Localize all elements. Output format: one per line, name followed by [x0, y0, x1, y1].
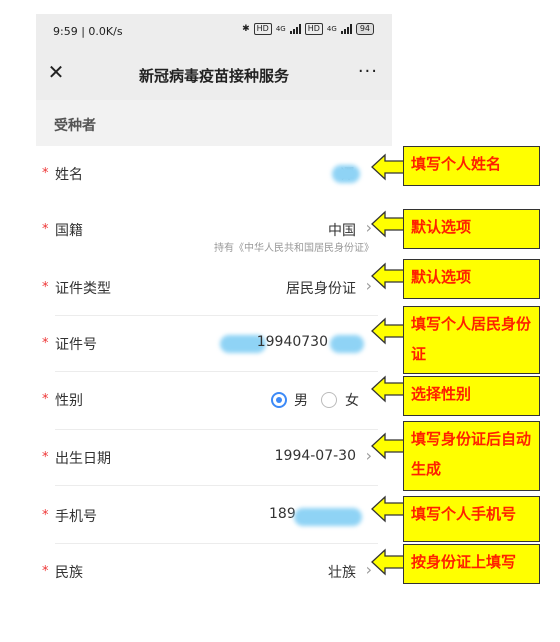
- required-star: *: [42, 166, 49, 181]
- gender-male-radio[interactable]: [271, 392, 287, 408]
- required-star: *: [42, 392, 49, 407]
- required-star: *: [42, 450, 49, 465]
- field-phone-row[interactable]: * 手机号 189: [36, 488, 392, 544]
- nav-bar: ✕ 新冠病毒疫苗接种服务 ···: [36, 48, 392, 100]
- chevron-right-icon: ›: [365, 218, 372, 237]
- arrow-left-icon: [371, 432, 407, 460]
- arrow-left-icon: [371, 375, 407, 403]
- required-star: *: [42, 336, 49, 351]
- row-divider: [55, 371, 378, 372]
- field-id-number-value[interactable]: 19940730: [256, 334, 328, 350]
- hd-badge-2: HD: [304, 23, 323, 35]
- field-name-label: 姓名: [55, 167, 83, 183]
- field-nationality-value[interactable]: 中国: [328, 223, 356, 239]
- chevron-right-icon: ›: [365, 276, 372, 295]
- field-id-number-label: 证件号: [55, 337, 97, 353]
- gender-female-radio[interactable]: [321, 392, 337, 408]
- chevron-right-icon: ›: [365, 446, 372, 465]
- signal-icon-1: [289, 24, 301, 34]
- annotation-id-number: 填写个人居民身份证: [403, 306, 540, 374]
- required-star: *: [42, 280, 49, 295]
- field-ethnicity-value[interactable]: 壮族: [328, 565, 356, 581]
- arrow-left-icon: [371, 210, 407, 238]
- field-id-number-row[interactable]: * 证件号 19940730: [36, 316, 392, 372]
- redaction-blur: [332, 165, 360, 183]
- hd-badge-1: HD: [253, 23, 272, 35]
- annotation-name: 填写个人姓名: [403, 146, 540, 186]
- annotation-nationality: 默认选项: [403, 209, 540, 249]
- signal-icon-2: [340, 24, 352, 34]
- bluetooth-icon: ✱: [242, 24, 250, 34]
- required-star: *: [42, 564, 49, 579]
- arrow-left-icon: [371, 548, 407, 576]
- row-divider: [55, 429, 378, 430]
- field-gender-label: 性别: [55, 393, 83, 409]
- field-id-type-label: 证件类型: [55, 281, 111, 297]
- field-name-row[interactable]: * 姓名 谭: [36, 146, 392, 202]
- gender-male-label[interactable]: 男: [294, 393, 308, 409]
- field-phone-value[interactable]: 189: [269, 506, 296, 522]
- field-id-type-value[interactable]: 居民身份证: [286, 281, 356, 297]
- chevron-right-icon: ›: [365, 560, 372, 579]
- network-label-2: 4G: [326, 25, 337, 33]
- row-divider: [55, 485, 378, 486]
- field-gender-row: * 性别 男 女: [36, 372, 392, 430]
- arrow-left-icon: [371, 495, 407, 523]
- arrow-left-icon: [371, 317, 407, 345]
- arrow-left-icon: [371, 262, 407, 290]
- gender-female-label[interactable]: 女: [345, 393, 359, 409]
- field-ethnicity-row[interactable]: * 民族 壮族 ›: [36, 544, 392, 600]
- status-bar: 9:59 | 0.0K/s ✱ HD 4G HD 4G 94: [36, 14, 392, 48]
- field-nationality-hint: 持有《中华人民共和国居民身份证》: [214, 243, 374, 254]
- redaction-blur: [294, 508, 362, 526]
- phone-screen: 9:59 | 0.0K/s ✱ HD 4G HD 4G 94 ✕ 新冠病毒疫苗接…: [36, 14, 392, 614]
- section-title: 受种者: [54, 118, 96, 134]
- field-birthdate-label: 出生日期: [55, 451, 111, 467]
- redaction-blur: [330, 335, 364, 353]
- arrow-left-icon: [371, 153, 407, 181]
- required-star: *: [42, 508, 49, 523]
- row-divider: [55, 543, 378, 544]
- annotation-birthdate: 填写身份证后自动生成: [403, 421, 540, 491]
- field-ethnicity-label: 民族: [55, 565, 83, 581]
- annotation-phone: 填写个人手机号: [403, 496, 540, 542]
- field-nationality-label: 国籍: [55, 223, 83, 239]
- network-label-1: 4G: [275, 25, 286, 33]
- battery-icon: 94: [355, 23, 374, 35]
- status-time: 9:59 | 0.0K/s: [53, 25, 123, 38]
- field-birthdate-row[interactable]: * 出生日期 1994-07-30 ›: [36, 430, 392, 486]
- required-star: *: [42, 222, 49, 237]
- annotation-ethnicity: 按身份证上填写: [403, 544, 540, 584]
- more-menu-button[interactable]: ···: [357, 61, 378, 82]
- redaction-blur: [220, 335, 266, 353]
- close-icon[interactable]: ✕: [47, 60, 65, 84]
- row-divider: [55, 315, 378, 316]
- page-title: 新冠病毒疫苗接种服务: [138, 67, 289, 85]
- annotation-gender: 选择性别: [403, 376, 540, 416]
- section-header: 受种者: [36, 100, 392, 146]
- field-birthdate-value[interactable]: 1994-07-30: [274, 448, 356, 464]
- status-icons: ✱ HD 4G HD 4G 94: [242, 23, 374, 35]
- field-nationality-row[interactable]: * 国籍 中国 › 持有《中华人民共和国居民身份证》: [36, 202, 392, 260]
- annotation-id-type: 默认选项: [403, 259, 540, 299]
- field-phone-label: 手机号: [55, 509, 97, 525]
- field-id-type-row[interactable]: * 证件类型 居民身份证 ›: [36, 260, 392, 316]
